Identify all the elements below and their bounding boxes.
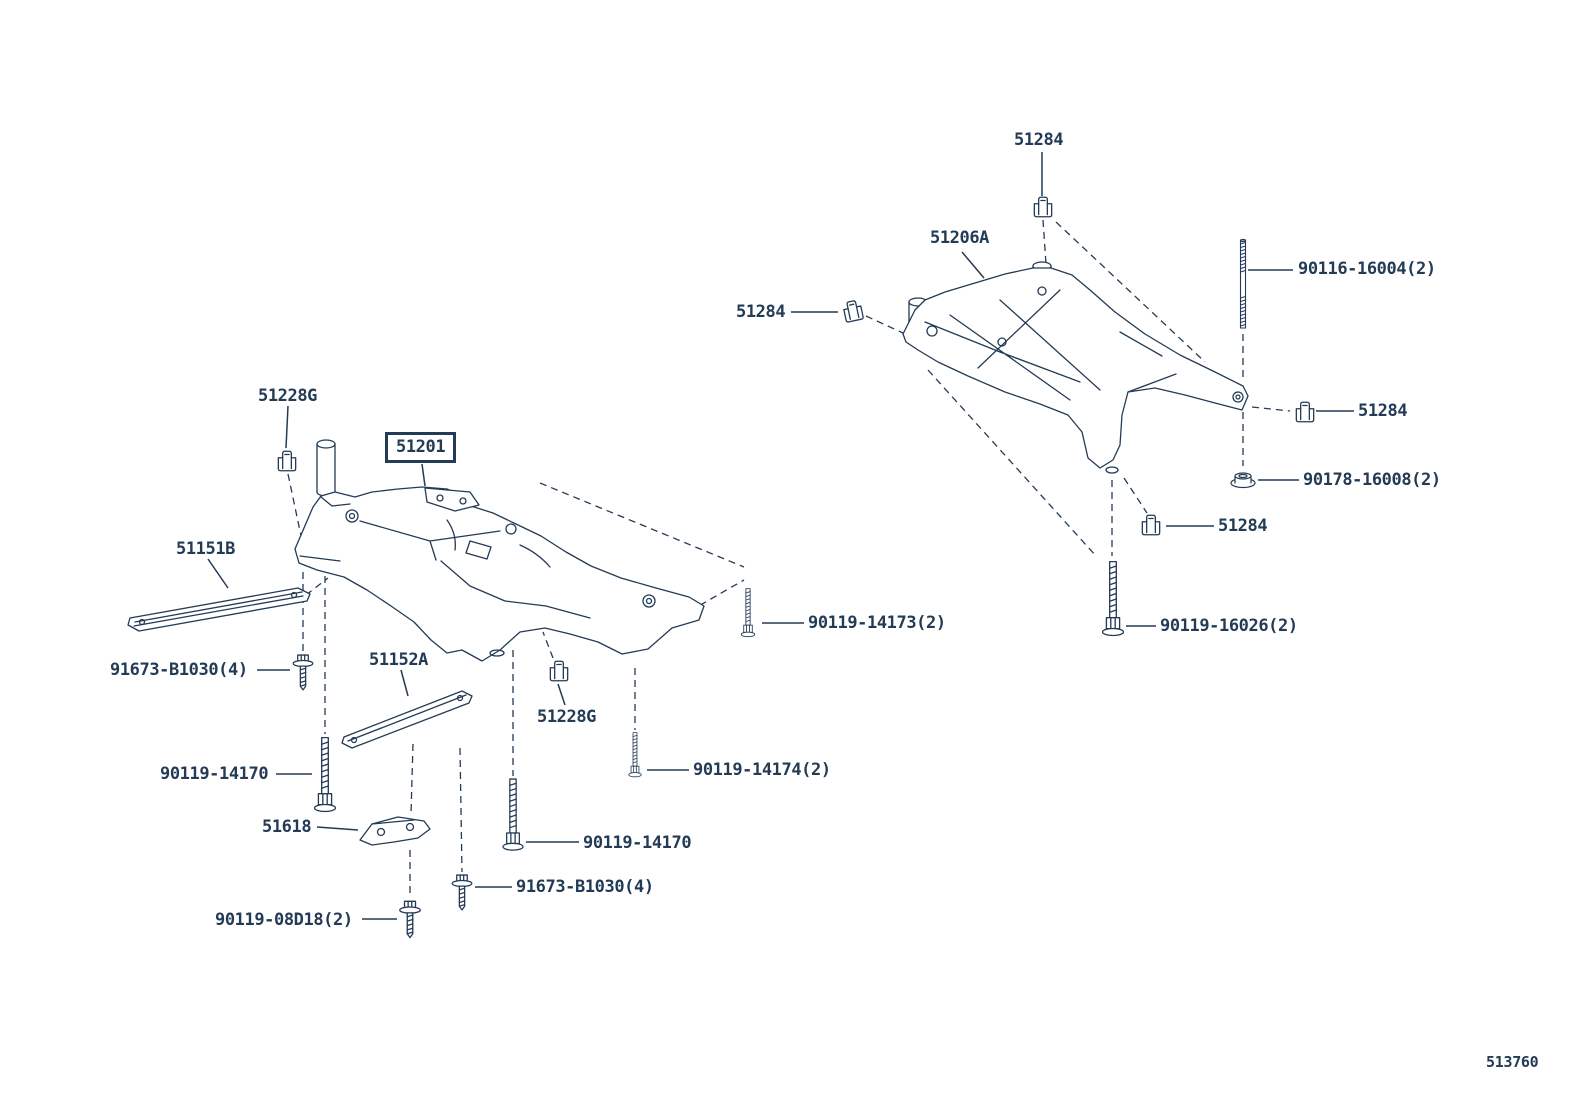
part-label-90119-14173[interactable]: 90119-14173(2) <box>808 613 946 633</box>
part-label-51201-highlighted[interactable]: 51201 <box>385 432 457 463</box>
leader-lines-path <box>207 152 1354 920</box>
part-label-90119-14170-left[interactable]: 90119-14170 <box>160 764 269 784</box>
clip-51228G-bottom-drawing <box>549 660 569 682</box>
part-label-90116-16004[interactable]: 90116-16004(2) <box>1298 259 1436 279</box>
part-label-51284-mid[interactable]: 51284 <box>1218 516 1268 536</box>
bolt-90119-16026-drawing <box>1102 560 1124 637</box>
part-label-51284-top[interactable]: 51284 <box>1014 130 1064 150</box>
clip-51284-right-drawing <box>1295 401 1315 423</box>
bolt-90119-14174-drawing <box>628 732 642 778</box>
stud-90116-16004-drawing <box>1239 238 1247 329</box>
dashed-guides-path <box>287 219 1291 897</box>
clip-51284-top-drawing <box>1033 196 1053 218</box>
nut-90178-16008-drawing <box>1230 472 1256 489</box>
front-crossmember-51201-drawing <box>294 439 705 662</box>
clip-51284-left-drawing <box>841 298 865 324</box>
bracket-51618-drawing <box>359 816 431 846</box>
part-label-90119-14170-bottom[interactable]: 90119-14170 <box>583 833 692 853</box>
bolt-91673-B1030-bottom-drawing <box>451 874 473 911</box>
rear-suspension-member-51206A-drawing <box>902 261 1249 474</box>
bolt-91673-B1030-left-drawing <box>292 654 314 691</box>
bolt-90119-08D18-drawing <box>399 900 421 939</box>
part-label-51618[interactable]: 51618 <box>262 817 312 837</box>
part-label-90119-14174[interactable]: 90119-14174(2) <box>693 760 831 780</box>
leader-lines <box>207 152 1354 920</box>
stiffener-plate-51151B-drawing <box>127 587 311 632</box>
part-label-51206A[interactable]: 51206A <box>930 228 990 248</box>
diagram-code: 513760 <box>1486 1053 1539 1071</box>
clip-51228G-top-drawing <box>277 450 297 472</box>
part-label-91673-B1030-left[interactable]: 91673-B1030(4) <box>110 660 248 680</box>
part-label-90119-16026[interactable]: 90119-16026(2) <box>1160 616 1298 636</box>
part-label-51151B[interactable]: 51151B <box>176 539 236 559</box>
clip-51284-mid-drawing <box>1141 514 1161 536</box>
dashed-assembly-guides <box>287 219 1291 897</box>
bolt-90119-14170-bottom-drawing <box>502 778 524 851</box>
part-label-51152A[interactable]: 51152A <box>369 650 429 670</box>
part-label-51228G-bottom[interactable]: 51228G <box>537 707 597 727</box>
part-label-51228G-top[interactable]: 51228G <box>258 386 318 406</box>
part-label-90178-16008[interactable]: 90178-16008(2) <box>1303 470 1441 490</box>
part-label-90119-08D18[interactable]: 90119-08D18(2) <box>215 910 353 930</box>
bolt-90119-14173-drawing <box>740 588 756 638</box>
bolt-90119-14170-left-drawing <box>314 736 336 813</box>
part-label-51284-right[interactable]: 51284 <box>1358 401 1408 421</box>
part-label-91673-B1030-bottom[interactable]: 91673-B1030(4) <box>516 877 654 897</box>
stiffener-plate-51152A-drawing <box>341 690 473 749</box>
part-label-51284-left[interactable]: 51284 <box>736 302 786 322</box>
